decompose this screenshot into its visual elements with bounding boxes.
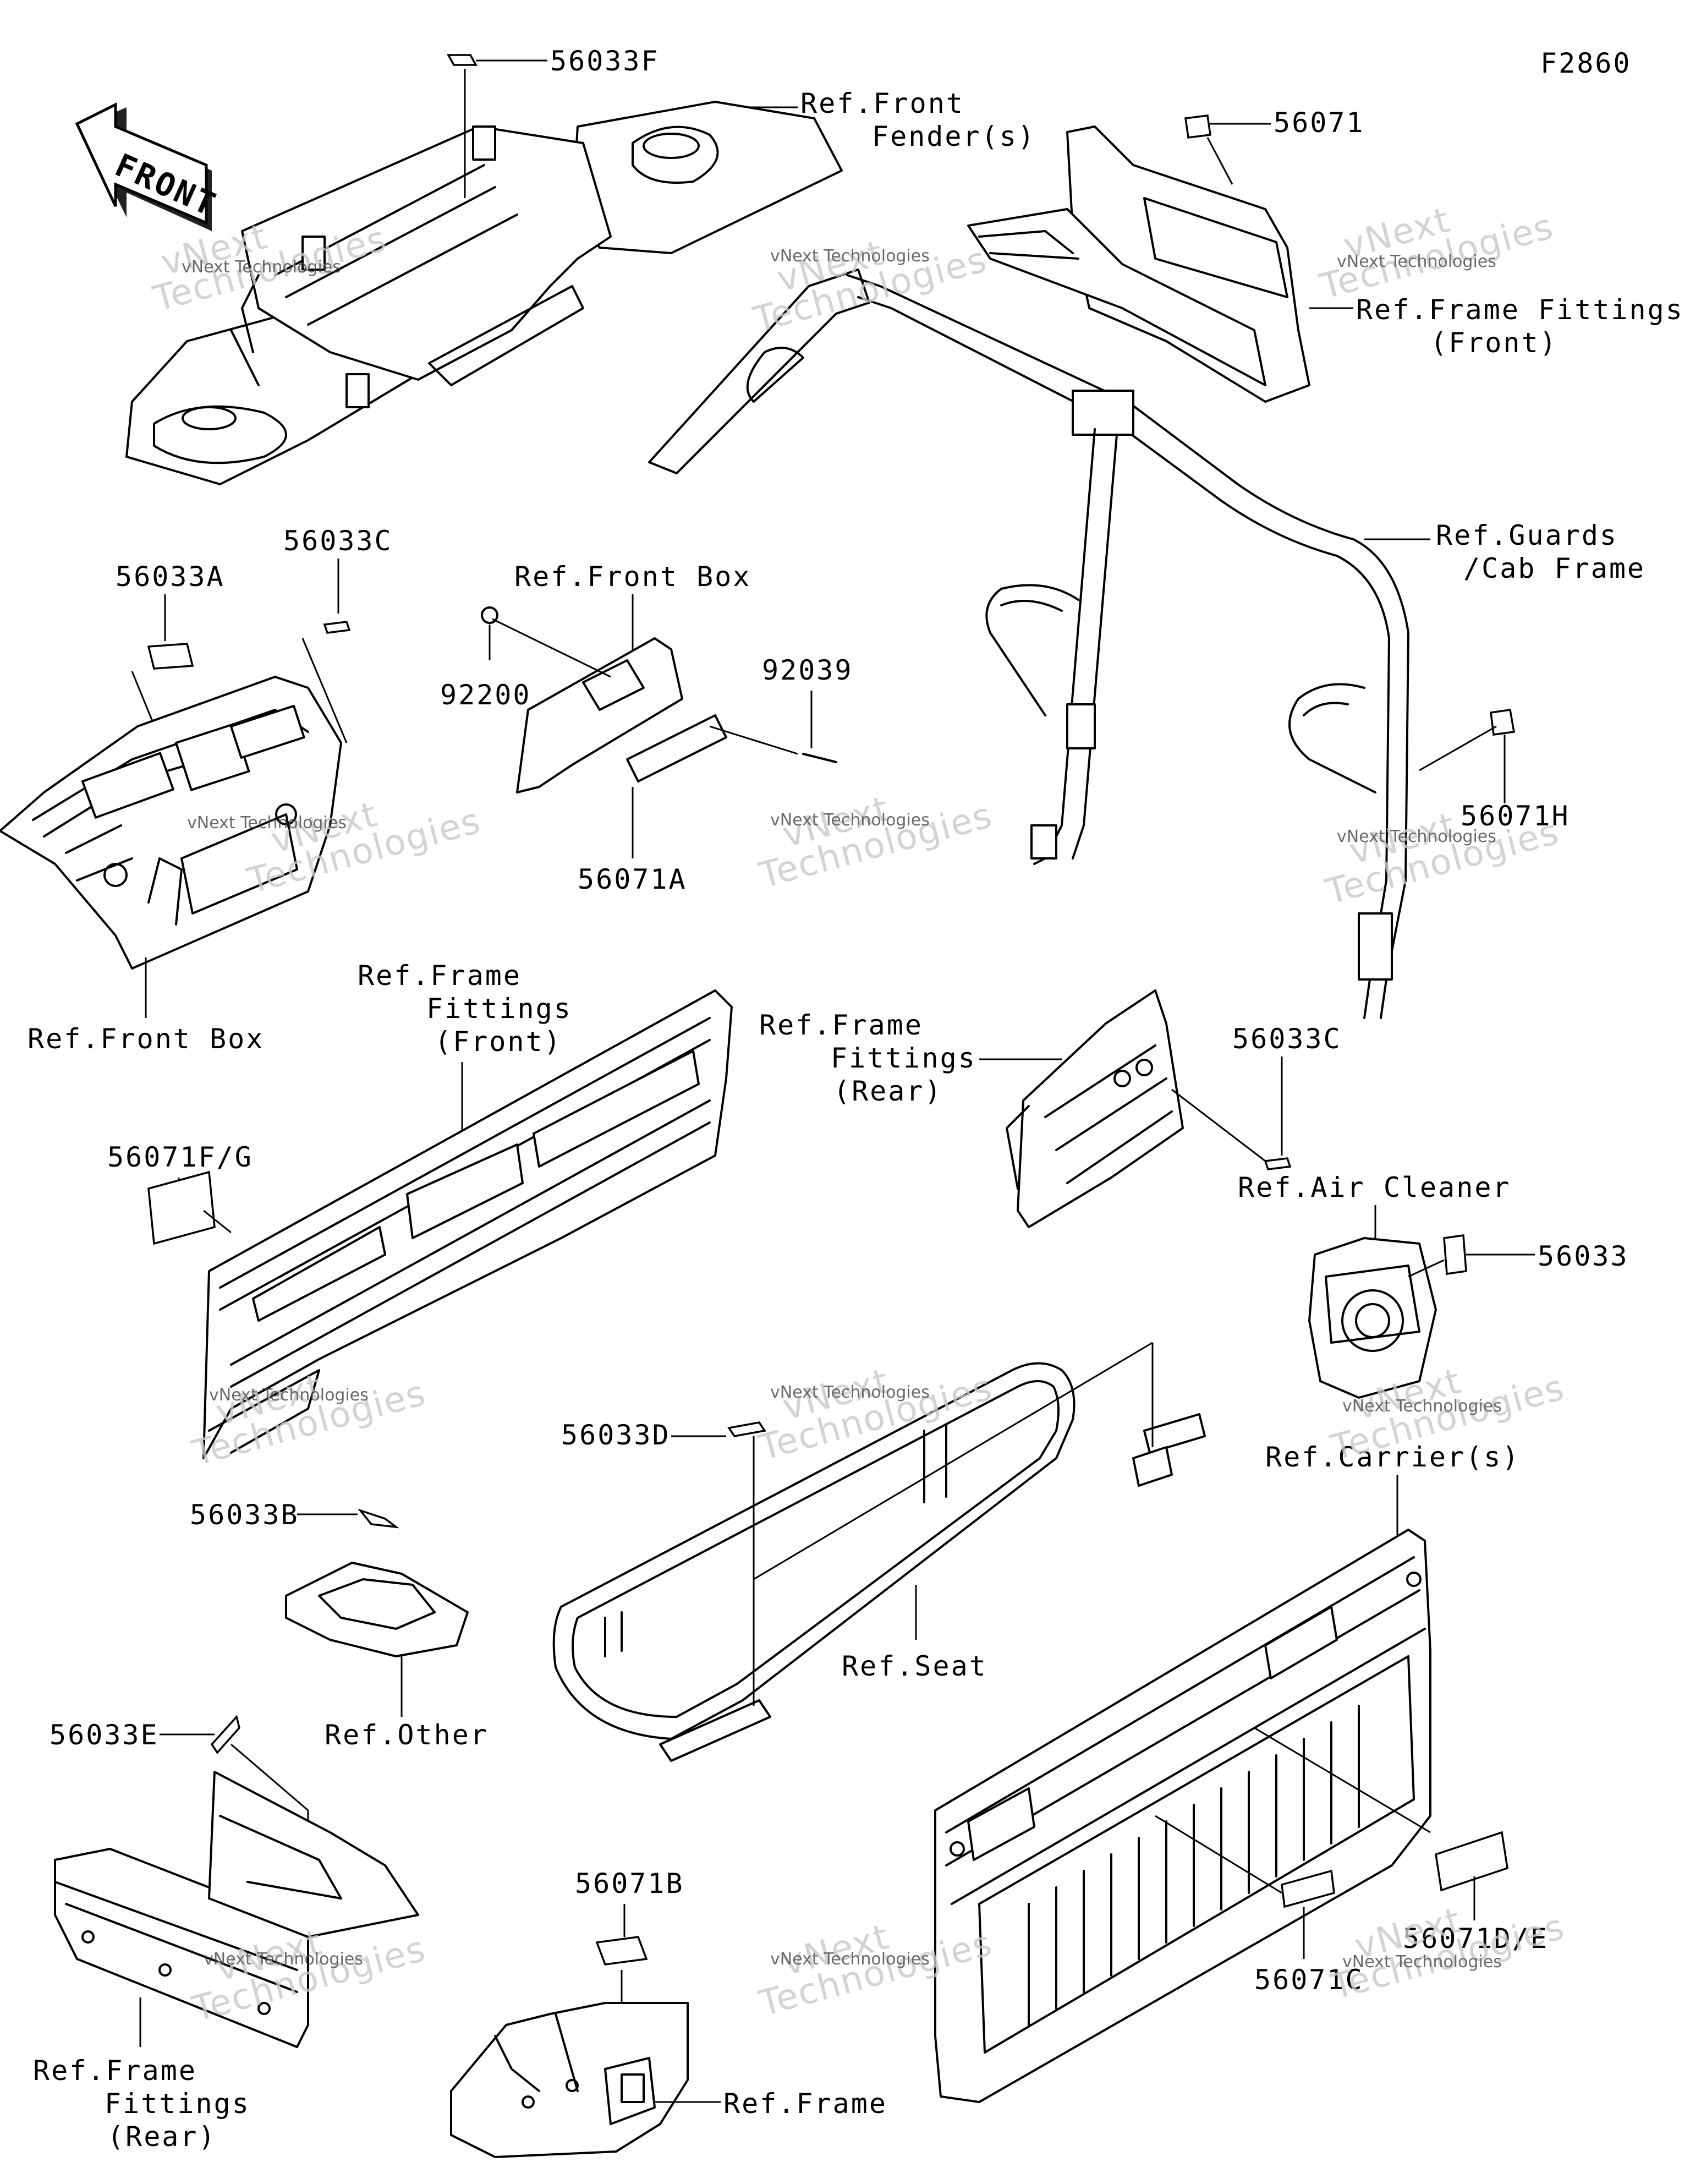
decal-56033E-sticker [210, 1715, 240, 1754]
front-direction-arrow-icon: FRONT [75, 102, 223, 231]
front-box-dashboard [0, 676, 342, 970]
label-ref-frame-fittings-front-mid-1: Ref.Frame [358, 960, 522, 992]
decal-56033C-mid-sticker [1264, 1157, 1292, 1170]
label-ref-frame-fittings-front-mid-2: Fittings [426, 993, 572, 1025]
label-56033A: 56033A [116, 561, 225, 593]
label-56071C: 56071C [1254, 1964, 1364, 1996]
part-92039-pin [802, 753, 837, 763]
label-ref-guards-2: /Cab Frame [1463, 552, 1645, 584]
air-cleaner-housing [1308, 1237, 1437, 1399]
decal-56071DE-sticker [1435, 1831, 1508, 1892]
decal-56033B-sticker [357, 1508, 400, 1529]
decal-56033D-sticker [727, 1421, 766, 1437]
label-ref-other: Ref.Other [325, 1719, 489, 1751]
label-56033D: 56033D [561, 1419, 671, 1451]
tailgate-ribs [1028, 1705, 1360, 2026]
svg-text:vNext Technologies: vNext Technologies [1342, 1397, 1502, 1416]
svg-text:vNext Technologies: vNext Technologies [1337, 252, 1496, 271]
carrier-tailgate [934, 1529, 1431, 2103]
label-ref-seat: Ref.Seat [842, 1650, 987, 1682]
decal-56071H-sticker [1419, 709, 1516, 803]
label-ref-frame-fittings-rear-mid-2: Fittings [831, 1042, 976, 1074]
cab-frame-guards [648, 269, 1409, 1019]
svg-text:vNext Technologies: vNext Technologies [204, 1950, 363, 1969]
label-ref-frame-fittings-rear-bottom-1: Ref.Frame [33, 2055, 197, 2087]
svg-text:vNext Technologies: vNext Technologies [770, 1950, 930, 1969]
frame-fittings-rear-panel [202, 989, 733, 1459]
label-ref-frame-fittings-rear-bottom-3: (Rear) [107, 2121, 217, 2153]
label-56071A: 56071A [578, 863, 687, 895]
decal-56033F-sticker [447, 54, 547, 198]
frame-fittings-rear-bracket [1006, 989, 1184, 1228]
decal-56033C-top-sticker [323, 621, 351, 634]
label-56071: 56071 [1274, 107, 1365, 139]
svg-text:vNext Technologies: vNext Technologies [1337, 827, 1496, 846]
decal-56033A-sticker [147, 643, 194, 670]
decal-56033-sticker [1443, 1234, 1467, 1275]
frame-fittings-rear-liner [54, 1771, 419, 2048]
front-fender-assembly [125, 101, 843, 485]
label-ref-front-fender-2: Fender(s) [872, 121, 1036, 152]
label-56071B: 56071B [575, 1868, 684, 1900]
label-ref-guards-1: Ref.Guards [1436, 519, 1618, 551]
decal-56071A-sticker [626, 714, 727, 782]
label-92200: 92200 [440, 679, 531, 711]
label-ref-air-cleaner: Ref.Air Cleaner [1238, 1172, 1511, 1203]
label-56071DE: 56071D/E [1403, 1923, 1549, 1955]
label-ref-frame-fittings-front-top-2: (Front) [1430, 327, 1558, 359]
label-56071H: 56071H [1461, 800, 1570, 832]
decal-56071B-sticker [595, 1936, 648, 1966]
label-56033: 56033 [1538, 1240, 1629, 1272]
frame-hitch-section [450, 2002, 689, 2158]
label-ref-carriers: Ref.Carrier(s) [1265, 1441, 1520, 1473]
label-ref-frame-fittings-front-mid-3: (Front) [435, 1026, 562, 1058]
diagram-code: F2860 [1540, 47, 1632, 79]
label-56033F: 56033F [550, 45, 660, 77]
label-56033C-mid: 56033C [1232, 1023, 1342, 1055]
label-ref-front-box-bottom: Ref.Front Box [28, 1023, 264, 1055]
front-box-lid [516, 637, 727, 793]
svg-text:vNext Technologies: vNext Technologies [770, 811, 930, 830]
svg-text:vNext Technologies: vNext Technologies [209, 1386, 369, 1405]
svg-text:vNext Technologies: vNext Technologies [182, 258, 341, 277]
svg-text:vNext Technologies: vNext Technologies [770, 247, 930, 266]
label-56033B: 56033B [190, 1499, 299, 1531]
seat-frame [552, 1362, 1206, 1762]
label-ref-frame: Ref.Frame [723, 2088, 887, 2120]
decal-56071C-sticker [1281, 1869, 1335, 1908]
other-cover-plate [285, 1562, 469, 1657]
frame-fittings-front-assembly [967, 114, 1310, 403]
svg-text:vNext Technologies: vNext Technologies [187, 813, 347, 833]
label-ref-frame-fittings-rear-mid-3: (Rear) [833, 1075, 943, 1107]
label-92039: 92039 [762, 654, 853, 686]
label-ref-frame-fittings-rear-bottom-2: Fittings [105, 2088, 250, 2120]
label-ref-frame-fittings-front-top-1: Ref.Frame Fittings [1356, 294, 1684, 326]
label-ref-front-fender-1: Ref.Front [800, 87, 964, 119]
label-ref-front-box-top: Ref.Front Box [514, 561, 751, 593]
label-56071FG: 56071F/G [107, 1141, 253, 1173]
decal-56071FG-sticker [147, 1170, 216, 1245]
label-56033C-top: 56033C [283, 525, 393, 557]
svg-text:vNext Technologies: vNext Technologies [1342, 1952, 1502, 1972]
label-ref-frame-fittings-rear-mid-1: Ref.Frame [759, 1009, 923, 1041]
label-56033E: 56033E [50, 1719, 159, 1751]
svg-text:vNext Technologies: vNext Technologies [770, 1383, 930, 1402]
